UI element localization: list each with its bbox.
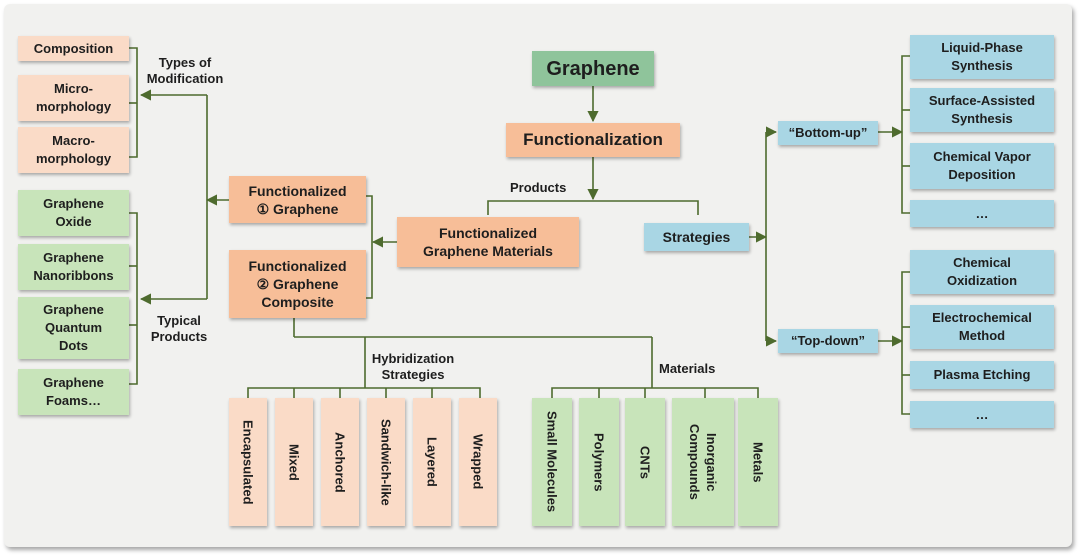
- strategies-label: Strategies: [662, 229, 731, 245]
- top-down-item-text: Plasma Etching: [933, 367, 1031, 382]
- bottom-up-item: Liquid-Phase Synthesis: [910, 35, 1054, 79]
- product-item-text: Graphene: [43, 196, 104, 211]
- functionalization-label: Functionalization: [523, 130, 663, 149]
- product-item: Graphene Nanoribbons: [18, 244, 129, 290]
- product-item-text: Foams…: [46, 393, 101, 408]
- top-down-label: “Top-down”: [790, 333, 866, 348]
- modification-item-text: Micro-: [53, 81, 93, 96]
- bottom-up-item-text: Liquid-Phase: [941, 40, 1023, 55]
- material-item: Polymers: [579, 398, 619, 526]
- products-label-line2: Products: [150, 329, 208, 344]
- product-item-text: Graphene: [43, 250, 104, 265]
- material-item: CNTs: [625, 398, 665, 526]
- hybridization-item-text: Anchored: [332, 431, 348, 493]
- bottom-up-item-text: …: [975, 205, 989, 221]
- product-item: Graphene Quantum Dots: [18, 297, 129, 359]
- hybridization-item: Wrapped: [459, 398, 497, 526]
- top-down-item-text: Oxidization: [946, 273, 1018, 288]
- material-item: Inorganic Compounds: [672, 398, 734, 526]
- modification-item-text: morphology: [35, 99, 112, 114]
- modification-label-line1: Types of: [158, 55, 212, 70]
- hybridization-item-text: Sandwich-like: [378, 418, 394, 506]
- top-down-item: Electrochemical Method: [910, 305, 1054, 349]
- product-item-text: Oxide: [55, 214, 92, 229]
- top-down-item-text: …: [975, 406, 989, 422]
- product-item-text: Graphene: [43, 302, 104, 317]
- fgc-line3: Composite: [261, 294, 334, 310]
- functionalized-graphene-materials-box: Functionalized Graphene Materials: [397, 217, 579, 267]
- modification-item: Composition: [18, 36, 129, 61]
- hybridization-item-text: Encapsulated: [240, 419, 256, 505]
- fg-number: ①: [256, 200, 270, 217]
- fgm-line2: Graphene Materials: [423, 243, 553, 259]
- bottom-up-item-text: Synthesis: [951, 111, 1013, 126]
- material-item-text: Inorganic: [704, 432, 719, 492]
- hybridization-strategies-label: Hybridization Strategies: [361, 351, 465, 383]
- bottom-up-item-text: Chemical Vapor: [933, 149, 1031, 164]
- modification-item-text: Macro-: [52, 133, 95, 148]
- product-item: Graphene Oxide: [18, 190, 129, 236]
- modification-item-text: morphology: [35, 151, 112, 166]
- material-item-text: CNTs: [637, 445, 653, 479]
- hybridization-label-line1: Hybridization: [371, 351, 455, 366]
- materials-label: Materials: [659, 361, 716, 376]
- hybridization-item: Sandwich-like: [367, 398, 405, 526]
- products-label-line1: Typical: [157, 313, 201, 328]
- fgc-line1: Functionalized: [248, 258, 347, 274]
- modification-item-text: Composition: [33, 40, 114, 56]
- modification-item: Macro- morphology: [18, 127, 129, 173]
- hybridization-item-text: Wrapped: [470, 434, 486, 490]
- top-down-box: “Top-down”: [778, 329, 878, 353]
- bottom-up-item-text: Surface-Assisted: [928, 93, 1036, 108]
- product-item-text: Graphene: [43, 375, 104, 390]
- modification-item: Micro- morphology: [18, 75, 129, 121]
- graphene-label: Graphene: [546, 57, 640, 80]
- modification-label-line2: Modification: [146, 71, 224, 86]
- material-item-text: Compounds: [687, 424, 702, 500]
- fgm-line1: Functionalized: [439, 225, 537, 241]
- graphene-box: Graphene: [532, 51, 654, 86]
- product-item-text: Quantum: [44, 320, 103, 335]
- typical-products-label: Typical Products: [144, 313, 214, 345]
- hybridization-item: Anchored: [321, 398, 359, 526]
- product-item-text: Nanoribbons: [33, 268, 114, 283]
- bottom-up-item: Surface-Assisted Synthesis: [910, 88, 1054, 132]
- bottom-up-item-text: Synthesis: [951, 58, 1013, 73]
- fgc-line2: Graphene: [273, 276, 339, 292]
- functionalization-box: Functionalization: [506, 123, 680, 157]
- material-item-text: Polymers: [591, 432, 607, 492]
- hybridization-item: Mixed: [275, 398, 313, 526]
- hybridization-item: Layered: [413, 398, 451, 526]
- products-label: Products: [510, 180, 567, 195]
- bottom-up-label: “Bottom-up”: [788, 125, 868, 140]
- product-item-text: Dots: [59, 338, 88, 353]
- top-down-item: …: [910, 401, 1054, 428]
- hybridization-item-text: Mixed: [286, 443, 302, 481]
- strategies-box: Strategies: [644, 223, 749, 251]
- material-item: Small Molecules: [532, 398, 572, 526]
- fgc-number: ②: [256, 276, 270, 292]
- fg-line1: Functionalized: [248, 182, 347, 199]
- top-down-item: Chemical Oxidization: [910, 250, 1054, 294]
- bottom-up-item: Chemical Vapor Deposition: [910, 143, 1054, 189]
- top-down-item-text: Electrochemical: [932, 310, 1032, 325]
- hybridization-label-line2: Strategies: [381, 367, 445, 382]
- material-item-text: Small Molecules: [544, 411, 560, 513]
- top-down-item-text: Method: [958, 328, 1006, 343]
- material-item: Metals: [738, 398, 778, 526]
- hybridization-item: Encapsulated: [229, 398, 267, 526]
- bottom-up-box: “Bottom-up”: [778, 121, 878, 145]
- functionalized-graphene-box: Functionalized ① Graphene: [229, 176, 366, 223]
- types-of-modification-label: Types of Modification: [142, 55, 228, 87]
- bottom-up-item: …: [910, 200, 1054, 227]
- hybridization-item-text: Layered: [424, 437, 440, 487]
- top-down-item-text: Chemical: [953, 255, 1011, 270]
- top-down-item: Plasma Etching: [910, 361, 1054, 389]
- product-item: Graphene Foams…: [18, 369, 129, 415]
- material-item-text: Metals: [750, 441, 766, 483]
- bottom-up-item-text: Deposition: [948, 167, 1016, 182]
- fg-line2: Graphene: [273, 200, 339, 217]
- functionalized-graphene-composite-box: Functionalized ② Graphene Composite: [229, 250, 366, 318]
